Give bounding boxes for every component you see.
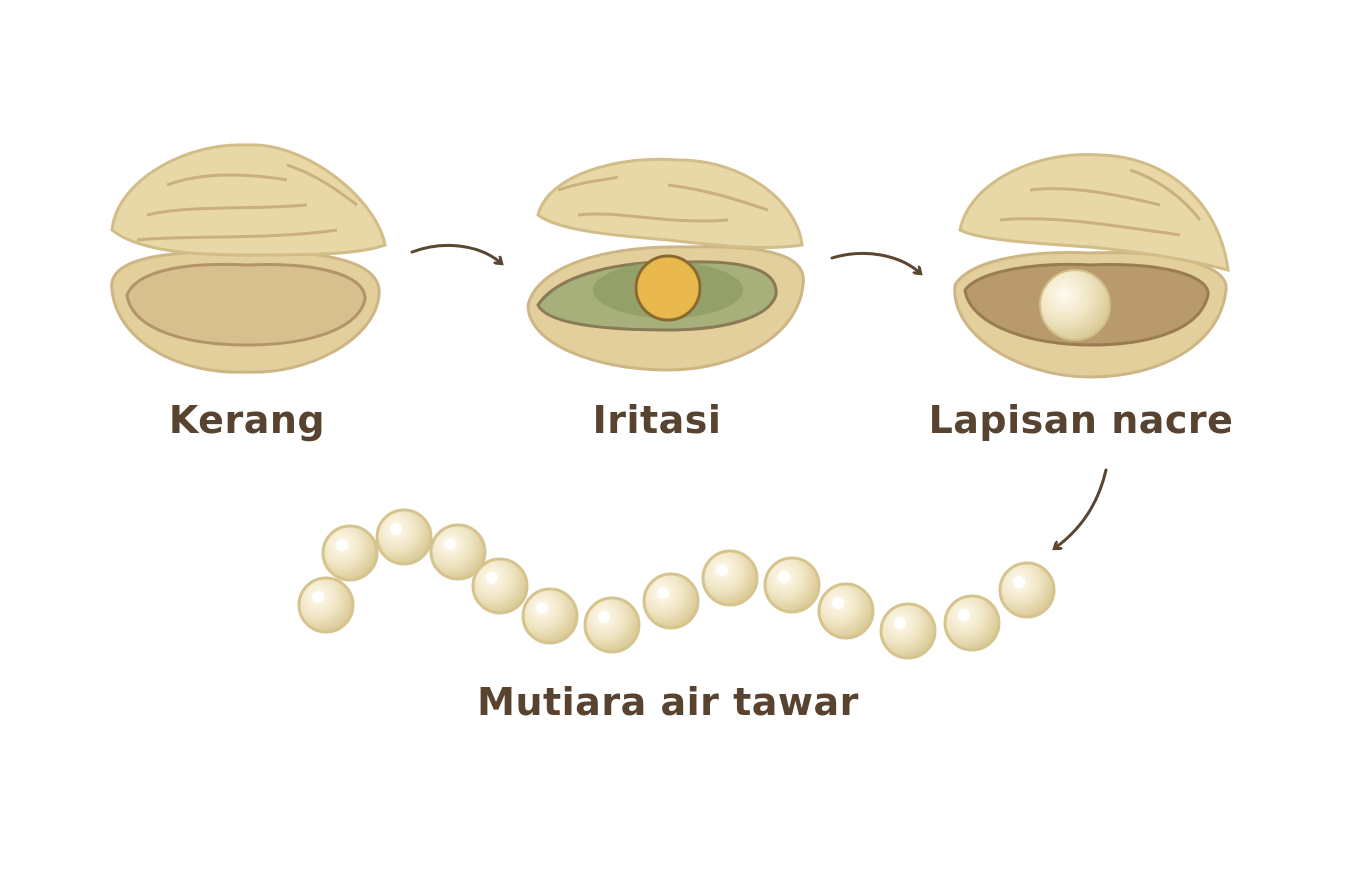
- pearl-strand-icon: [297, 508, 1056, 660]
- pearl: [521, 587, 579, 645]
- pearl-highlight: [536, 602, 548, 614]
- pearl: [375, 508, 433, 566]
- pearl: [998, 561, 1056, 619]
- pearl-highlight: [486, 572, 498, 584]
- step-label-lapisan-nacre: Lapisan nacre: [928, 398, 1234, 442]
- clam-with-irritant-icon: [526, 157, 805, 372]
- pearl: [321, 524, 379, 582]
- pearl: [471, 557, 529, 615]
- arrow-iritasi-to-nacre: [830, 251, 920, 273]
- step-label-iritasi: Iritasi: [592, 398, 722, 442]
- pearl-highlight: [1013, 576, 1025, 588]
- pearl-highlight: [444, 538, 456, 550]
- arrow-kerang-to-iritasi: [410, 244, 501, 263]
- pearl: [583, 596, 641, 654]
- pearl: [701, 549, 759, 607]
- closed-clam-icon: [110, 143, 387, 374]
- pearl-highlight: [336, 539, 348, 551]
- pearl-highlight: [657, 587, 669, 599]
- pearl-highlight: [716, 564, 728, 576]
- result-label: Mutiara air tawar: [477, 680, 859, 724]
- pearl: [429, 523, 487, 581]
- arrow-nacre-to-pearls: [1055, 468, 1108, 548]
- pearl: [879, 602, 937, 660]
- pearl-highlight: [778, 571, 790, 583]
- pearl: [642, 572, 700, 630]
- clam-with-pearl-icon: [953, 152, 1230, 379]
- pearl-highlight: [894, 617, 906, 629]
- pearl: [763, 556, 821, 614]
- pearl: [297, 576, 355, 634]
- pearl-highlight: [832, 597, 844, 609]
- pearl-highlight: [958, 609, 970, 621]
- pearl-highlight: [312, 591, 324, 603]
- step-label-kerang: Kerang: [168, 398, 326, 442]
- pearl-highlight: [598, 611, 610, 623]
- pearl: [943, 594, 1001, 652]
- pearl: [817, 582, 875, 640]
- pearl-highlight: [390, 523, 402, 535]
